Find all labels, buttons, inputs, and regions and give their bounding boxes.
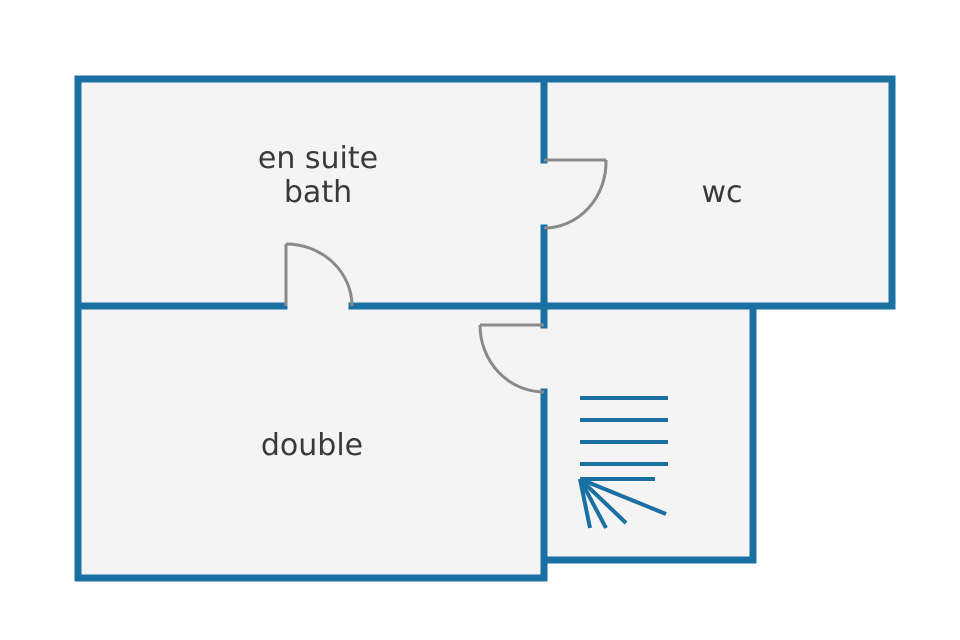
wc-floor	[544, 79, 892, 306]
en-suite-bath-floor	[78, 79, 544, 306]
doors	[284, 158, 608, 394]
landing-floor	[544, 306, 753, 560]
door-wc	[543, 158, 608, 230]
en-suite-label-line2: bath	[284, 175, 352, 210]
en-suite-label-line1: en suite	[258, 141, 378, 176]
floor-fills	[78, 79, 892, 578]
door-double	[478, 323, 545, 394]
walls	[74, 75, 896, 582]
door-en-suite	[284, 242, 354, 307]
double-floor	[78, 306, 544, 578]
wc-label: wc	[701, 175, 742, 210]
double-label: double	[261, 428, 363, 463]
staircase-icon	[578, 396, 668, 529]
